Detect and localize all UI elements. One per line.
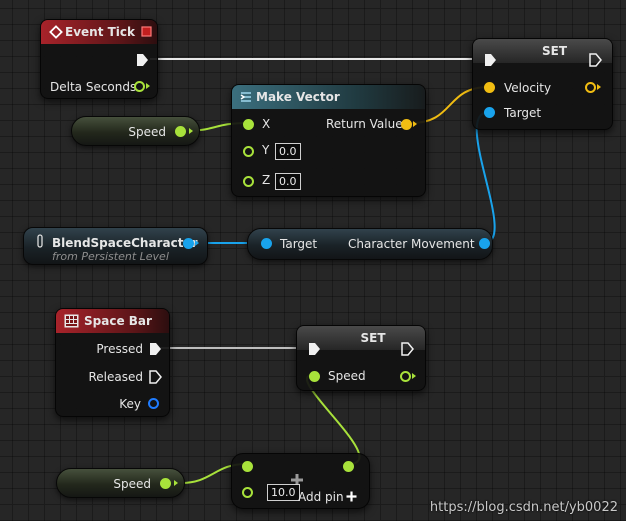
- z-value-input[interactable]: 0.0: [275, 173, 301, 190]
- released-exec-pin[interactable]: [149, 370, 162, 384]
- blendspace-out-pin[interactable]: [183, 238, 194, 249]
- exec-out-pin[interactable]: [136, 53, 149, 67]
- character-movement-node[interactable]: Target Character Movement: [247, 228, 493, 260]
- set-velocity-header[interactable]: SET: [473, 39, 612, 63]
- target-in-pin[interactable]: [484, 107, 495, 118]
- add-pin-label[interactable]: Add pin: [298, 490, 344, 504]
- target-label: Target: [504, 106, 542, 120]
- pin-arrow-icon: [413, 121, 417, 127]
- pin-arrow-icon: [174, 480, 178, 486]
- speed-label: Speed: [128, 125, 166, 139]
- blendspace-character-node[interactable]: BlendSpaceCharacter from Persistent Leve…: [23, 227, 208, 265]
- diamond-event-icon: [49, 25, 63, 39]
- plus-icon[interactable]: [346, 491, 357, 502]
- speed-out-pin-bottom[interactable]: [160, 478, 171, 489]
- speed-in-pin[interactable]: [309, 371, 320, 382]
- set-velocity-node[interactable]: SET Velocity Target: [472, 38, 613, 130]
- add-a-in-pin[interactable]: [242, 461, 253, 472]
- released-label: Released: [88, 370, 143, 384]
- exec-out-pin[interactable]: [401, 342, 414, 356]
- add-float-node[interactable]: 10.0 Add pin: [231, 453, 370, 509]
- delta-seconds-pin[interactable]: [134, 81, 145, 92]
- pin-arrow-icon: [146, 83, 150, 89]
- pin-arrow-icon: [189, 128, 193, 134]
- cm-target-in-pin[interactable]: [261, 238, 272, 249]
- character-movement-label: Character Movement: [348, 237, 475, 251]
- velocity-out-pin[interactable]: [585, 82, 596, 93]
- exec-out-pin[interactable]: [589, 53, 602, 67]
- return-value-label: Return Value: [326, 117, 403, 131]
- speed-label-bottom: Speed: [113, 477, 151, 491]
- y-label: Y: [262, 143, 270, 157]
- delta-seconds-label: Delta Seconds: [50, 80, 137, 94]
- pressed-exec-pin[interactable]: [149, 342, 162, 356]
- event-tick-header[interactable]: Event Tick: [41, 20, 157, 44]
- exec-in-pin[interactable]: [308, 342, 321, 356]
- pin-arrow-icon: [412, 373, 416, 379]
- exec-in-pin[interactable]: [484, 53, 497, 67]
- space-bar-header[interactable]: Space Bar: [56, 309, 169, 333]
- make-vector-title: Make Vector: [256, 90, 340, 104]
- make-vector-node[interactable]: Make Vector X Return Value Y 0.0 Z 0.0: [231, 84, 426, 197]
- set-velocity-title: SET: [541, 44, 568, 58]
- velocity-label: Velocity: [504, 81, 552, 95]
- pin-arrow-icon: [597, 84, 601, 90]
- y-in-pin[interactable]: [243, 146, 254, 157]
- make-vector-icon: [240, 92, 251, 102]
- actor-reference-icon: [37, 234, 43, 248]
- make-vector-header[interactable]: Make Vector: [232, 85, 425, 109]
- x-in-pin[interactable]: [243, 119, 254, 130]
- z-label: Z: [262, 173, 271, 187]
- set-speed-header[interactable]: SET: [297, 326, 425, 350]
- event-tick-node[interactable]: Event Tick Delta Seconds: [40, 19, 158, 99]
- key-struct-pin[interactable]: [148, 398, 159, 409]
- set-speed-node[interactable]: SET Speed: [296, 325, 426, 391]
- speed-out-pin[interactable]: [175, 126, 186, 137]
- blendspace-character-label: BlendSpaceCharacter: [52, 236, 198, 250]
- watermark-text: https://blog.csdn.net/yb0022: [429, 500, 618, 515]
- delegate-pin-icon[interactable]: [141, 26, 152, 37]
- add-b-value-input[interactable]: 10.0: [267, 484, 300, 501]
- blendspace-sublabel: from Persistent Level: [52, 250, 169, 263]
- add-out-pin[interactable]: [343, 461, 354, 472]
- set-speed-title: SET: [360, 331, 386, 345]
- pin-arrow-icon: [195, 240, 199, 246]
- speed-out-pin[interactable]: [400, 371, 411, 382]
- speed-getter-node[interactable]: Speed: [71, 116, 200, 146]
- keyboard-icon: [64, 314, 79, 328]
- speed-getter-node-bottom[interactable]: Speed: [56, 468, 185, 498]
- key-label: Key: [119, 397, 141, 411]
- x-label: X: [262, 117, 271, 131]
- add-b-in-pin[interactable]: [242, 487, 253, 498]
- z-in-pin[interactable]: [243, 176, 254, 187]
- event-tick-title: Event Tick: [65, 25, 136, 39]
- character-movement-out-pin[interactable]: [479, 238, 490, 249]
- space-bar-title: Space Bar: [84, 314, 152, 328]
- pressed-label: Pressed: [96, 342, 143, 356]
- y-value-input[interactable]: 0.0: [275, 143, 301, 160]
- set-speed-label: Speed: [328, 369, 366, 383]
- velocity-in-pin[interactable]: [484, 82, 495, 93]
- wire-movement-to-target: [475, 111, 496, 244]
- return-value-pin[interactable]: [401, 119, 412, 130]
- cm-target-label: Target: [280, 237, 318, 251]
- space-bar-node[interactable]: Space Bar Pressed Released Key: [55, 308, 170, 417]
